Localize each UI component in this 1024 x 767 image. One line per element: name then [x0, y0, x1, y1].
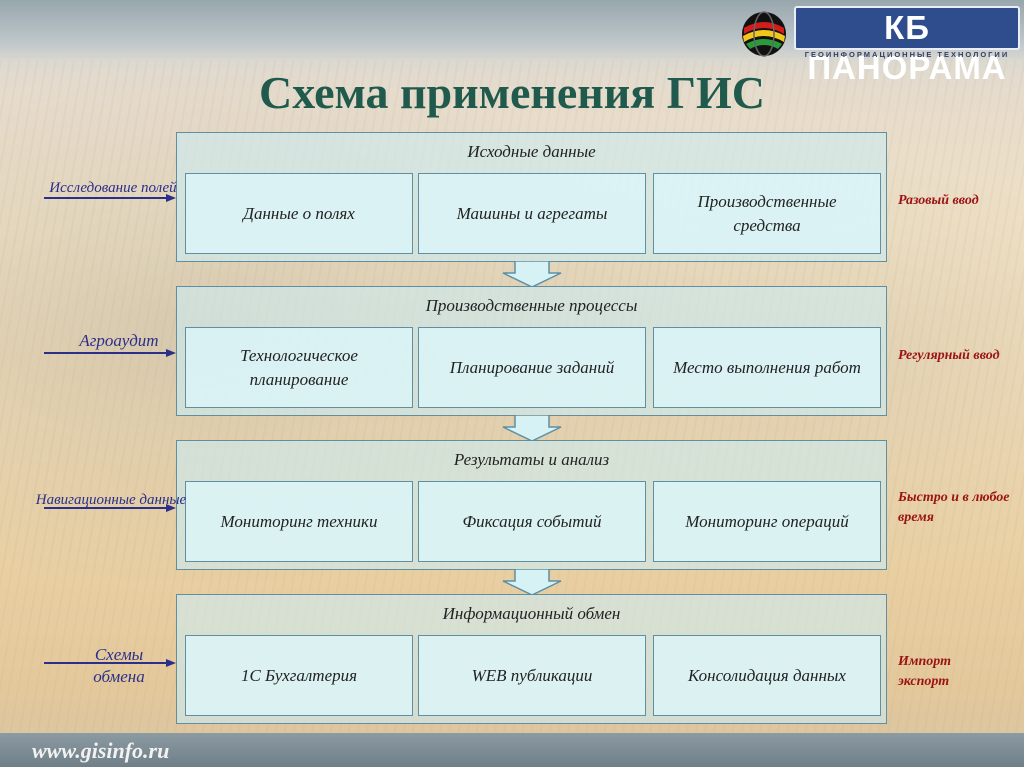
down-arrow-icon	[502, 261, 562, 287]
down-arrow-icon	[502, 569, 562, 595]
group-info-exchange: Информационный обмен 1С Бухгалтерия WEB …	[176, 594, 887, 724]
cell-task-planning: Планирование заданий	[418, 327, 646, 408]
input-arrow-icon	[44, 504, 176, 512]
footer-url-link[interactable]: www.gisinfo.ru	[32, 738, 170, 763]
cell-tech-planning: Технологическое планирование	[185, 327, 413, 408]
cell-operations-monitoring: Мониторинг операций	[653, 481, 881, 562]
right-label-import-export: Импорт экспорт	[898, 654, 951, 689]
cell-machines: Машины и агрегаты	[418, 173, 646, 254]
cell-work-location: Место выполнения работ	[653, 327, 881, 408]
cell-event-recording: Фиксация событий	[418, 481, 646, 562]
cell-equipment-monitoring: Мониторинг техники	[185, 481, 413, 562]
globe-logo-icon	[742, 11, 786, 57]
page-title: Схема применения ГИС	[259, 67, 765, 118]
input-arrow-icon	[44, 659, 176, 667]
input-arrow-icon	[44, 194, 176, 202]
cell-production-means: Производственные средства	[653, 173, 881, 254]
cell-data-consolidation: Консолидация данных	[653, 635, 881, 716]
right-label-fast: Быстро и в любое время	[898, 490, 1010, 525]
group-source-data: Исходные данные Данные о полях Машины и …	[176, 132, 887, 262]
group-production-processes: Производственные процессы Технологическо…	[176, 286, 887, 416]
left-label-agroaudit: Агроаудит	[79, 331, 159, 350]
left-label-navigation: Навигационные данные	[35, 492, 187, 508]
left-label-field-research: Исследование полей	[49, 180, 177, 196]
group-title: Исходные данные	[467, 142, 596, 161]
group-title: Результаты и анализ	[453, 450, 610, 469]
input-arrow-icon	[44, 349, 176, 357]
cell-1c-accounting: 1С Бухгалтерия	[185, 635, 413, 716]
group-title: Информационный обмен	[442, 604, 621, 623]
logo: КБ ПАНОРАМА ГЕОИНФОРМАЦИОННЫЕ ТЕХНОЛОГИИ	[732, 2, 1020, 86]
group-title: Производственные процессы	[425, 296, 638, 315]
left-label-exchange-schemes: Схемы обмена	[93, 645, 145, 686]
right-label-one-time: Разовый ввод	[898, 193, 979, 208]
right-label-regular: Регулярный ввод	[898, 348, 1000, 363]
footer-band	[0, 733, 1024, 767]
group-results-analysis: Результаты и анализ Мониторинг техники Ф…	[176, 440, 887, 570]
logo-wordmark: КБ ПАНОРАМА	[794, 6, 1020, 86]
cell-field-data: Данные о полях	[185, 173, 413, 254]
logo-tagline: ГЕОИНФОРМАЦИОННЫЕ ТЕХНОЛОГИИ	[804, 50, 1010, 59]
down-arrow-icon	[502, 415, 562, 441]
cell-web-publishing: WEB публикации	[418, 635, 646, 716]
